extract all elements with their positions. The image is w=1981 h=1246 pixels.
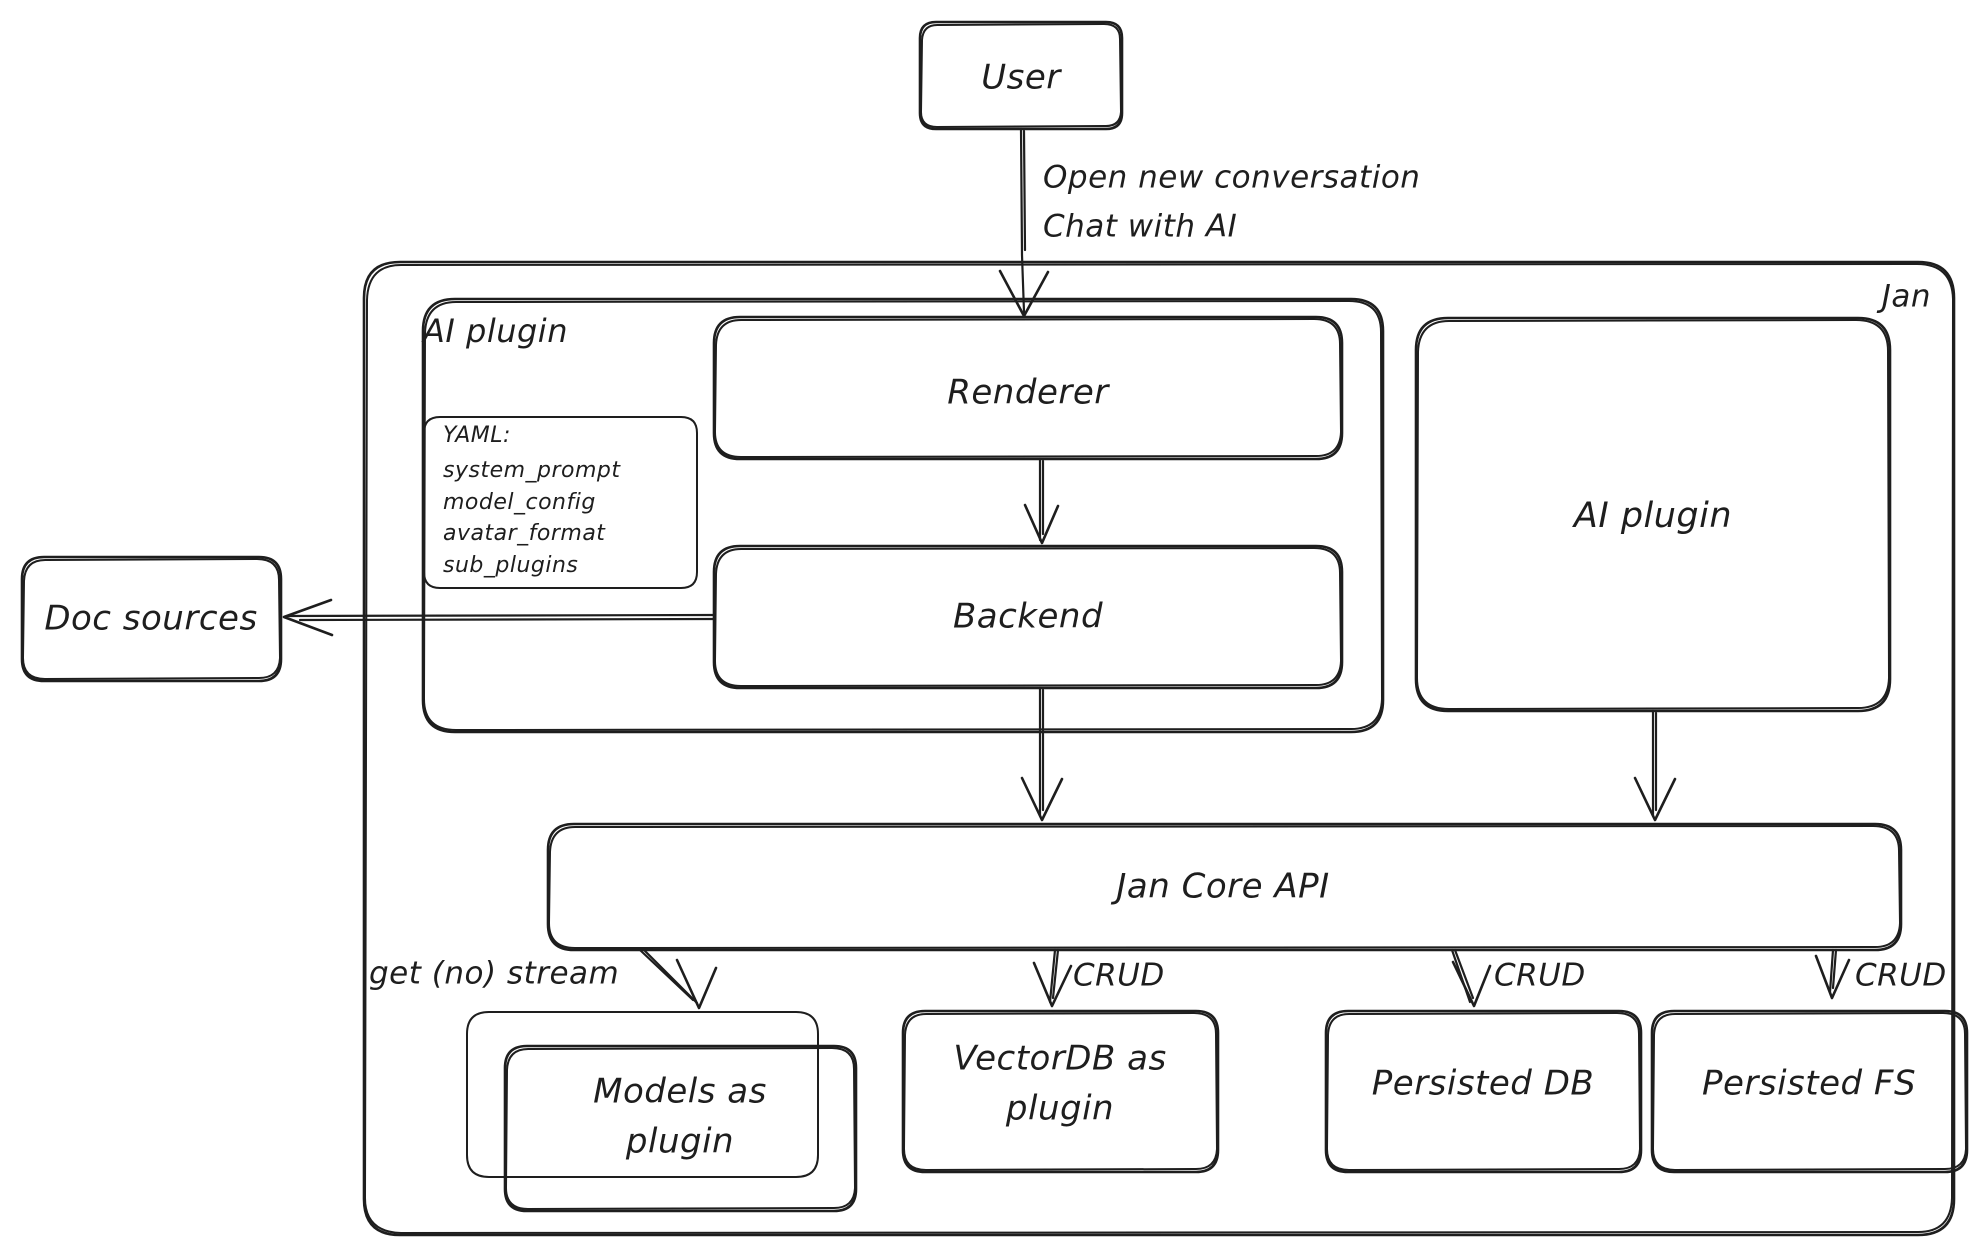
edge-user-to-renderer-label-line1: Open new conversation [1043, 160, 1420, 196]
edge-core-to-persisted-db: CRUD [1450, 948, 1586, 1008]
container-jan-label: Jan [1876, 279, 1931, 315]
edge-core-to-models: get (no) stream [369, 948, 718, 1010]
edge-core-to-persisted-fs: CRUD [1814, 948, 1947, 1000]
node-persisted-fs[interactable]: Persisted FS [1650, 1009, 1969, 1174]
edge-backend-to-jan-core-api [1020, 686, 1064, 822]
node-models-as-plugin[interactable]: Models as plugin [466, 1011, 858, 1213]
node-jan-core-api[interactable]: Jan Core API [546, 822, 1903, 952]
edge-renderer-to-backend [1023, 457, 1060, 545]
edge-user-to-renderer: Open new conversation Chat with AI [998, 127, 1420, 318]
edge-core-to-vectordb-label: CRUD [1073, 958, 1165, 994]
node-models-label-line2: plugin [625, 1122, 734, 1162]
yaml-line-3: avatar_format [443, 521, 606, 546]
node-renderer[interactable]: Renderer [712, 315, 1344, 461]
node-persisted-db-label: Persisted DB [1372, 1064, 1594, 1104]
yaml-line-1: system_prompt [443, 458, 621, 483]
node-backend[interactable]: Backend [712, 544, 1344, 690]
node-vectordb-label-line1: VectorDB as [953, 1039, 1166, 1079]
node-vectordb-label-line2: plugin [1005, 1089, 1114, 1129]
node-vectordb-as-plugin[interactable]: VectorDB as plugin [901, 1009, 1220, 1174]
node-user[interactable]: User [918, 20, 1124, 131]
edge-core-to-vectordb: CRUD [1032, 948, 1165, 1008]
edge-ai-plugin-to-jan-core-api [1633, 709, 1677, 822]
card-yaml-config: YAML: system_prompt model_config avatar_… [423, 416, 698, 589]
node-jan-core-api-label: Jan Core API [1110, 867, 1329, 907]
yaml-line-0: YAML: [443, 423, 511, 448]
edge-user-to-renderer-label-line2: Chat with AI [1043, 209, 1237, 245]
node-models-label-line1: Models as [593, 1072, 767, 1112]
node-user-label: User [981, 58, 1062, 98]
yaml-line-4: sub_plugins [443, 553, 578, 578]
edge-core-to-persisted-fs-label: CRUD [1855, 958, 1947, 994]
node-doc-sources[interactable]: Doc sources [20, 555, 283, 683]
edge-backend-to-doc-sources [282, 598, 716, 637]
node-ai-plugin-label: AI plugin [1572, 496, 1732, 536]
node-persisted-db[interactable]: Persisted DB [1324, 1009, 1643, 1174]
node-renderer-label: Renderer [947, 373, 1110, 413]
node-backend-label: Backend [953, 597, 1103, 637]
container-jan: Jan [362, 260, 1956, 1237]
node-doc-sources-label: Doc sources [44, 599, 257, 639]
yaml-line-2: model_config [443, 490, 596, 515]
edge-core-to-persisted-db-label: CRUD [1494, 958, 1586, 994]
node-persisted-fs-label: Persisted FS [1702, 1064, 1916, 1104]
container-ai-plugin-group: AI plugin [421, 297, 1385, 734]
node-ai-plugin[interactable]: AI plugin [1414, 316, 1892, 713]
container-ai-plugin-group-label: AI plugin [421, 312, 568, 350]
edge-core-to-models-label: get (no) stream [369, 956, 619, 992]
